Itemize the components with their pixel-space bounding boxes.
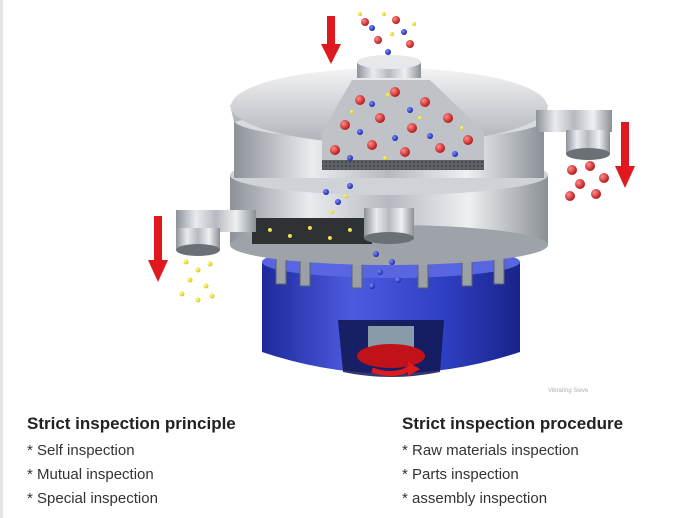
rotation-arrow-icon (408, 362, 420, 376)
list-item: * assembly inspection (402, 490, 548, 507)
principle-list: * Self inspection * Mutual inspection * … (27, 439, 236, 511)
inspection-principle-section: Strict inspection principle * Self inspe… (27, 414, 236, 511)
outlets (176, 110, 612, 256)
inspection-procedure-section: Strict inspection procedure * Raw materi… (402, 414, 623, 511)
red-outlet-stream (565, 161, 609, 201)
yellow-outlet-stream (179, 259, 215, 303)
down-arrow-icon (148, 216, 168, 282)
down-arrow-icon (615, 122, 635, 188)
page-left-border (0, 0, 3, 518)
particles-lower (268, 183, 401, 289)
down-arrow-icon (321, 16, 341, 64)
section-heading: Strict inspection principle (27, 414, 236, 433)
list-item: * Self inspection (27, 442, 135, 459)
section-heading: Strict inspection procedure (402, 414, 624, 433)
procedure-list: * Raw materials inspection * Parts inspe… (402, 439, 623, 511)
list-item: * Raw materials inspection (402, 442, 579, 459)
list-item: * Mutual inspection (27, 466, 154, 483)
particles-top (330, 87, 473, 161)
watermark-text: Vibrating Sieve (548, 388, 589, 394)
inlet (357, 55, 421, 78)
vibrating-sieve-illustration: Vibrating Sieve (148, 12, 635, 394)
particles-inlet (358, 12, 416, 55)
list-item: * Special inspection (27, 490, 158, 507)
list-item: * Parts inspection (402, 466, 519, 483)
